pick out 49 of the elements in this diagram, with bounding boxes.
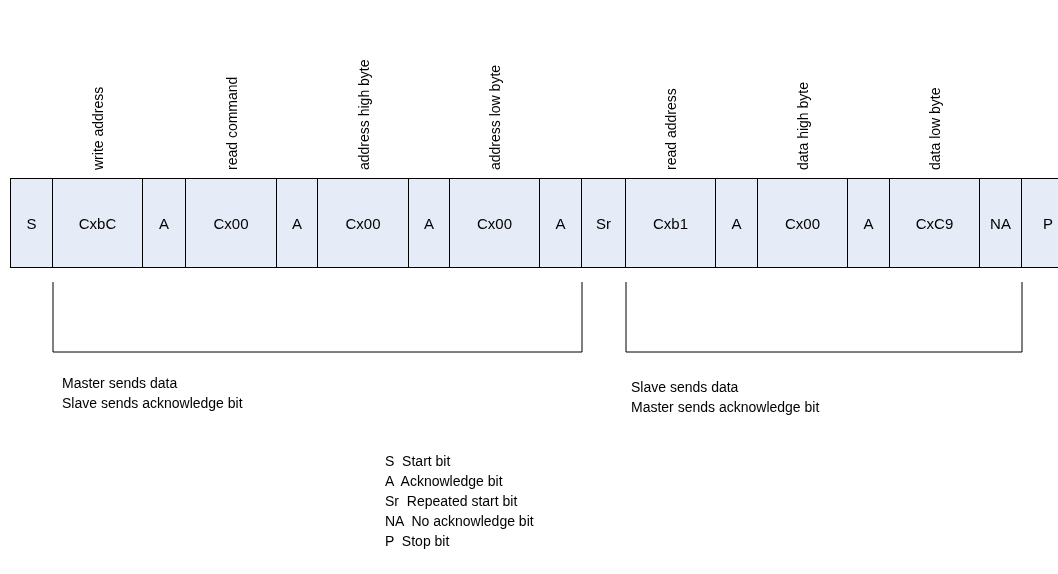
bit-field xyxy=(889,178,980,268)
note-text: Master sends data xyxy=(62,374,178,392)
bit-field xyxy=(317,178,409,268)
field-value: A xyxy=(555,214,566,232)
bit-field xyxy=(979,178,1022,268)
field-value: CxbC xyxy=(78,214,117,232)
legend-entry: S Start bit xyxy=(385,452,451,470)
field-value: Cxb1 xyxy=(653,214,688,232)
bit-field xyxy=(142,178,186,268)
field-description: read command xyxy=(223,76,240,170)
field-value: Cx00 xyxy=(477,214,512,232)
bit-field xyxy=(52,178,143,268)
bit-field xyxy=(408,178,450,268)
field-value: A xyxy=(731,214,742,232)
legend-entry: Sr Repeated start bit xyxy=(385,492,518,510)
note-text: Slave sends data xyxy=(631,378,739,396)
bit-field xyxy=(539,178,582,268)
legend-entry: P Stop bit xyxy=(385,532,450,550)
bit-field xyxy=(10,178,53,268)
bit-field xyxy=(757,178,848,268)
field-description: address low byte xyxy=(487,64,503,170)
field-value: Cx00 xyxy=(213,214,249,232)
bit-field xyxy=(185,178,277,268)
field-value: Cx00 xyxy=(345,214,381,232)
field-value: NA xyxy=(990,214,1011,232)
legend-entry: NA No acknowledge bit xyxy=(385,512,534,530)
field-description: read address xyxy=(663,88,679,170)
field-value: A xyxy=(159,214,169,232)
note-text: Master sends acknowledge bit xyxy=(631,398,820,416)
bit-field xyxy=(276,178,318,268)
legend-entry: A Acknowledge bit xyxy=(385,472,503,490)
field-value: A xyxy=(424,214,434,232)
field-value: S xyxy=(26,214,37,232)
bit-field xyxy=(625,178,716,268)
field-description: address high byte xyxy=(355,59,372,170)
field-value: Cx00 xyxy=(785,214,820,232)
field-value: A xyxy=(292,214,302,232)
field-value: P xyxy=(1043,214,1053,232)
note-text: Slave sends acknowledge bit xyxy=(62,394,243,412)
bit-field xyxy=(581,178,626,268)
bit-field xyxy=(847,178,890,268)
field-description: data low byte xyxy=(927,87,943,170)
field-value: A xyxy=(863,214,874,232)
bit-field xyxy=(449,178,540,268)
field-value: CxC9 xyxy=(915,214,954,232)
field-value: Sr xyxy=(596,214,611,232)
field-description: data high byte xyxy=(795,82,811,170)
field-description: write address xyxy=(90,86,106,170)
bit-field xyxy=(715,178,758,268)
